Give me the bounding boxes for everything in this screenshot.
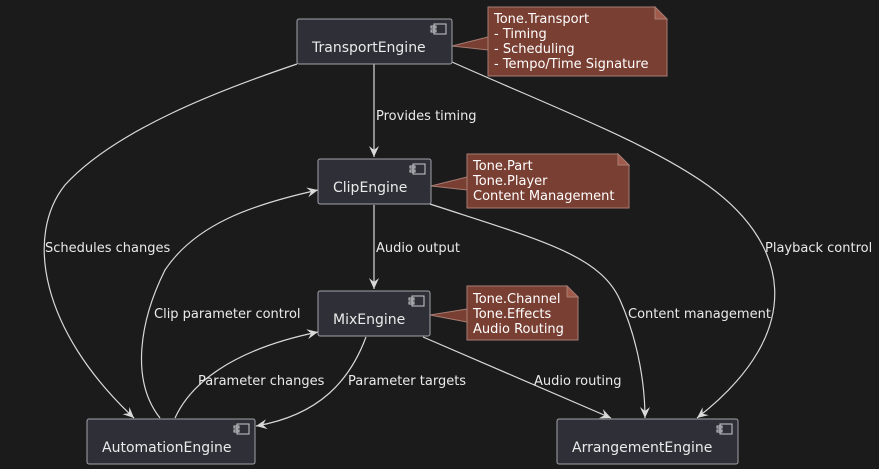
- note-body: [466, 153, 630, 209]
- edge-label-provides-timing: Provides timing: [376, 109, 477, 124]
- edge-label-content-management: Content management: [628, 307, 771, 322]
- note-connector: [429, 308, 468, 323]
- note-clip: Tone.Part Tone.Player Content Management: [430, 152, 631, 209]
- note-connector: [430, 176, 468, 191]
- note-line: Tone.Channel: [472, 292, 560, 307]
- component-icon: [408, 295, 425, 307]
- note-transport: Tone.Transport - Timing - Scheduling - T…: [451, 5, 669, 77]
- note-body: [466, 285, 579, 341]
- edge-label-playback-control: Playback control: [765, 241, 872, 256]
- edge-label-clip-parameter-control: Clip parameter control: [154, 307, 301, 322]
- component-label: ArrangementEngine: [572, 440, 712, 456]
- note-line: Audio Routing: [473, 322, 564, 337]
- note-line: - Scheduling: [494, 42, 575, 57]
- note-line: Tone.Transport: [493, 12, 589, 27]
- note-line: Tone.Player: [472, 174, 548, 189]
- note-line: Content Management: [473, 189, 614, 204]
- edge-transport-automation: [43, 63, 298, 419]
- component-box: [296, 18, 453, 65]
- component-icon: [233, 423, 250, 435]
- edge-automation-clip: [140, 187, 319, 419]
- note-line: - Timing: [494, 27, 547, 42]
- note-connector: [451, 36, 489, 51]
- component-label: MixEngine: [333, 312, 405, 328]
- component-box: [556, 418, 739, 465]
- edges: [43, 61, 776, 430]
- component-clip-engine[interactable]: ClipEngine: [317, 158, 432, 205]
- edge-label-schedules-changes: Schedules changes: [45, 241, 170, 256]
- edge-mix-automation: [255, 336, 367, 430]
- component-arrangement-engine[interactable]: ArrangementEngine: [556, 418, 739, 465]
- edge-label-parameter-changes: Parameter changes: [198, 374, 325, 389]
- edge-label-audio-routing: Audio routing: [534, 374, 622, 389]
- component-label: TransportEngine: [311, 40, 426, 56]
- component-box: [317, 158, 432, 205]
- edge-label-parameter-targets: Parameter targets: [348, 374, 466, 389]
- note-fold: [617, 152, 631, 166]
- component-label: ClipEngine: [333, 180, 407, 196]
- note-line: Tone.Effects: [472, 307, 551, 322]
- note-body: [487, 6, 668, 77]
- edge-transport-arrangement: [451, 61, 776, 419]
- component-box: [86, 418, 256, 465]
- component-icon: [716, 423, 733, 435]
- component-label: AutomationEngine: [102, 440, 232, 456]
- note-mix: Tone.Channel Tone.Effects Audio Routing: [429, 284, 580, 341]
- component-icon: [409, 163, 426, 175]
- note-fold: [654, 5, 669, 20]
- note-line: Tone.Part: [472, 159, 533, 174]
- edge-mix-arrangement: [422, 336, 612, 419]
- note-line: - Tempo/Time Signature: [494, 57, 648, 72]
- edge-clip-arrangement: [429, 203, 650, 419]
- edge-labels: Provides timing Schedules changes Playba…: [45, 109, 872, 389]
- component-mix-engine[interactable]: MixEngine: [317, 290, 431, 337]
- component-icon: [430, 23, 447, 35]
- component-box: [317, 290, 431, 337]
- edge-label-audio-output: Audio output: [376, 241, 460, 256]
- component-automation-engine[interactable]: AutomationEngine: [86, 418, 256, 465]
- component-transport-engine[interactable]: TransportEngine: [296, 18, 453, 65]
- note-fold: [566, 284, 580, 298]
- edge-automation-mix: [174, 329, 319, 419]
